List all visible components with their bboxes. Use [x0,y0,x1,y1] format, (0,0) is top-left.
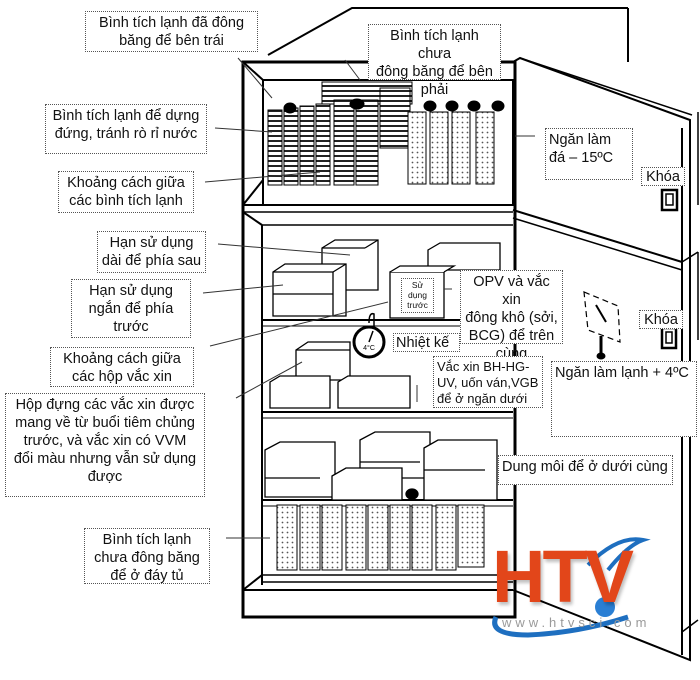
bottom-ice-packs [276,504,485,571]
label-vaccine-box-spacing: Khoảng cách giữa các hộp vắc xin [50,347,194,387]
lock-icon-top [660,188,679,212]
unfrozen-ice-packs-freezer [407,100,505,185]
label-dtp-lower-shelf: Vắc xin BH-HG- UV, uốn ván,VGB để ở ngăn… [433,356,543,408]
leader-lines [202,57,535,539]
frozen-ice-packs [267,81,413,186]
label-diluent-bottom: Dung môi để ở dưới cùng [498,455,673,485]
label-long-expiry-back: Hạn sử dụng dài để phía sau [97,231,206,273]
globe-icon [595,597,615,617]
label-lock-top: Khóa [641,167,685,186]
middle-shelf-boxes [269,341,411,409]
label-ice-packs-upright: Bình tích lạnh để dựng đứng, tránh rò rỉ… [45,104,207,154]
label-opv-top-shelf: OPV và vắc xin đông khô (sởi, BCG) để tr… [460,270,563,362]
door-temperature-gauge [583,291,621,360]
htv-logo: HTV www.htvsci.com [488,535,658,640]
thermometer-reading: 4°C [363,345,375,352]
label-short-expiry-front: Hạn sử dụng ngắn để phía trước [71,279,191,338]
label-ice-pack-spacing: Khoảng cách giữa các bình tích lạnh [58,171,194,213]
logo-swoosh-icon [492,537,651,638]
logo-text: HTV [492,535,634,618]
label-fridge-compartment: Ngăn làm lạnh + 4ºC [551,361,697,437]
label-unfrozen-ice-packs-bottom: Bình tích lạnh chưa đông băng để ở đáy t… [84,528,210,584]
label-thermometer: Nhiệt kế [393,333,460,352]
label-unfrozen-ice-packs-right: Bình tích lạnh chưa đông băng để bên phả… [368,24,501,98]
label-freezer-compartment: Ngăn làm đá – 15ºC [545,128,633,180]
label-use-first-tag: Sử dụng trước [401,278,434,313]
lock-icon-bottom [660,326,678,350]
logo-url: www.htvsci.com [502,615,651,630]
label-frozen-ice-packs-left: Bình tích lạnh đã đông băng để bên trái [85,11,258,52]
label-lock-bottom: Khóa [639,310,683,329]
thermometer-icon [352,312,386,359]
label-returned-vaccine-box: Hộp đựng các vắc xin được mang về từ buổ… [5,393,205,497]
lower-shelf-boxes [264,431,498,501]
